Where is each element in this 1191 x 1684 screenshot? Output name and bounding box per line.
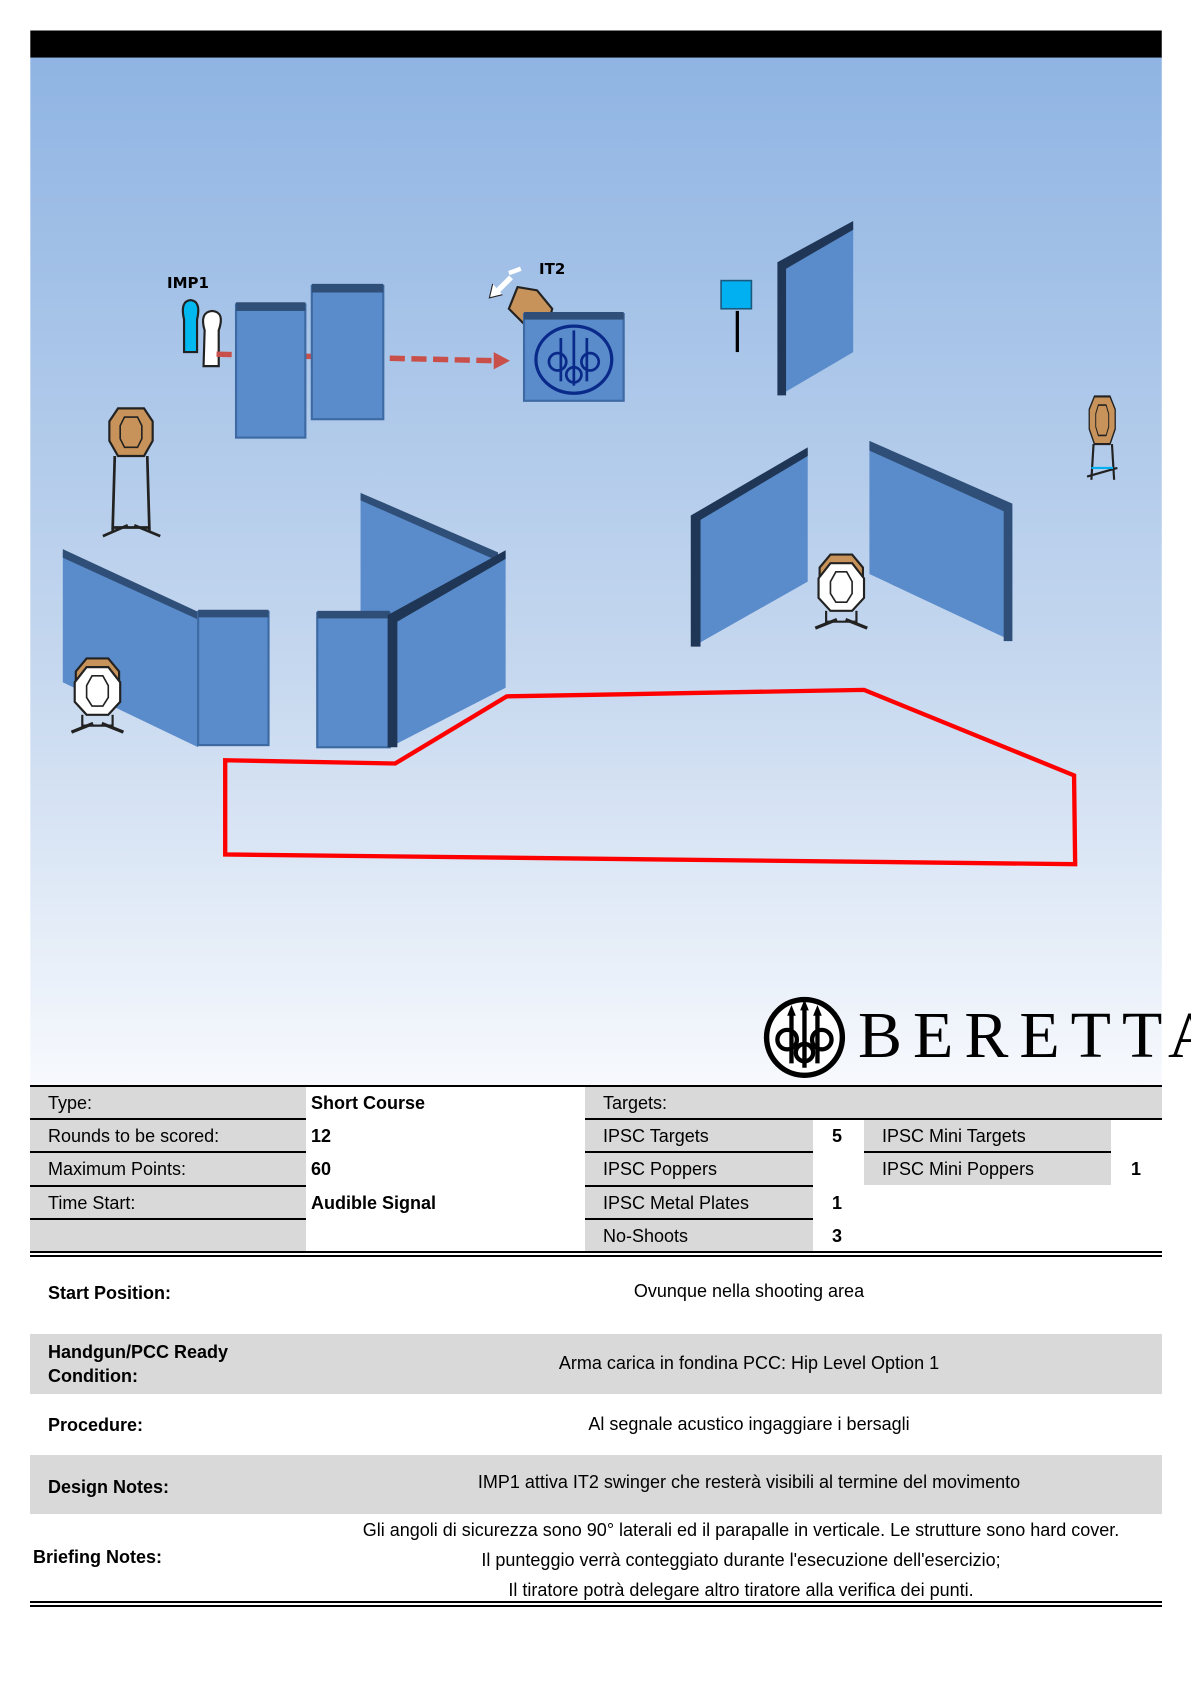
ready-condition-label: Handgun/PCC Ready Condition: [48,1340,228,1388]
rounds-value: 12 [311,1125,332,1146]
ready-condition-label-line: Handgun/PCC Ready [48,1342,229,1362]
type-label: Type: [30,1087,306,1118]
target-type-count: 1 [832,1192,843,1213]
rounds-label: Rounds to be scored: [30,1120,306,1151]
wall [869,440,1013,642]
activator-flag [720,279,753,353]
ready-condition-row: Handgun/PCC Ready Condition: Arma carica… [30,1334,1162,1394]
target-type-count: 5 [832,1125,843,1146]
procedure-label: Procedure: [48,1415,144,1435]
target-type-label: IPSC Poppers [585,1153,813,1185]
points-value: 60 [311,1159,332,1179]
wall [197,609,270,747]
briefing-line: Il tiratore potrà delegare altro tirator… [508,1580,974,1600]
time-start-value: Audible Signal [311,1192,437,1213]
start-position-row: Start Position: Ovunque nella shooting a… [30,1258,1162,1328]
activator-popper-imp1 [181,299,222,368]
wall [360,492,499,616]
target-type-label: No-Shoots [585,1220,813,1252]
bottom-divider [30,1601,1162,1607]
target-type-label: IPSC Metal Plates [585,1187,813,1218]
start-position-value: Ovunque nella shooting area [633,1281,865,1301]
wall-with-logo [522,312,625,402]
ready-condition-label-line: Condition: [48,1366,138,1386]
design-notes-row: Design Notes: IMP1 attiva IT2 swinger ch… [30,1455,1162,1514]
briefing-line: Gli angoli di sicurezza sono 90° lateral… [362,1520,1120,1540]
wall [387,550,506,748]
beretta-logo-text: BERETTA [858,999,1191,1072]
target-type-count [832,1153,862,1185]
label-it2: IT2 [539,260,566,278]
design-notes-label: Design Notes: [48,1477,170,1497]
shooting-area-boundary [223,687,1078,867]
target-ipsc [1088,395,1117,446]
wall [316,610,391,749]
mini-target-label: IPSC Mini Targets [864,1120,1111,1151]
wall [777,221,854,396]
briefing-notes-text: Gli angoli di sicurezza sono 90° lateral… [320,1515,1162,1605]
procedure-row: Procedure: Al segnale acustico ingaggiar… [30,1397,1162,1452]
mini-target-label: IPSC Mini Poppers [864,1153,1111,1185]
type-value: Short Course [311,1092,426,1113]
points-label: Maximum Points: [30,1153,306,1185]
briefing-line: Il punteggio verrà conteggiato durante l… [481,1550,1001,1570]
label-imp1: IMP1 [167,274,209,292]
design-notes-value: IMP1 attiva IT2 swinger che resterà visi… [477,1472,1021,1492]
briefing-notes-label: Briefing Notes: [33,1547,163,1567]
empty-cell [30,1220,306,1252]
start-position-label: Start Position: [48,1283,172,1303]
briefing-notes-row: Briefing Notes: Gli angoli di sicurezza … [30,1515,1162,1601]
procedure-value: Al segnale acustico ingaggiare i bersagl… [588,1414,910,1434]
beretta-logo-icon [763,996,846,1079]
target-stand [1086,444,1118,480]
mini-target-count [1131,1120,1161,1151]
target-ipsc [108,407,154,458]
wall [690,447,808,647]
target-type-label: IPSC Targets [585,1120,813,1151]
ready-condition-value: Arma carica in fondina PCC: Hip Level Op… [558,1353,940,1373]
header-bar [30,30,1162,58]
wall [310,283,385,421]
targets-label: Targets: [585,1087,1162,1118]
mini-target-count: 1 [1131,1159,1142,1179]
wall [234,302,307,439]
divider [30,1251,1162,1257]
time-start-label: Time Start: [30,1187,306,1218]
target-type-count: 3 [832,1226,843,1246]
target-stand [102,455,161,538]
